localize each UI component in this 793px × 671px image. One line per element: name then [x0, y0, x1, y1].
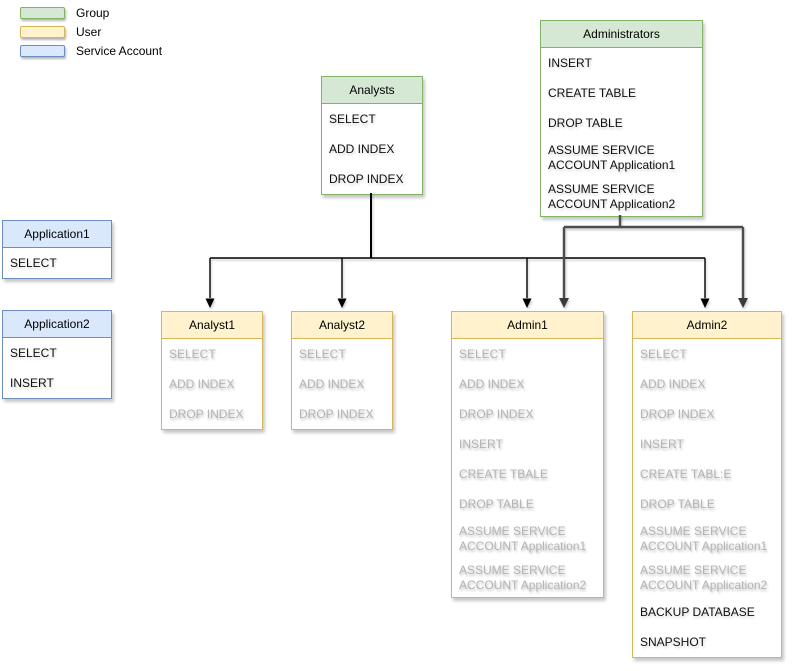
node-analyst1[interactable]: Analyst1 SELECT ADD INDEX DROP INDEX: [161, 311, 263, 430]
permission-item[interactable]: DROP INDEX: [459, 406, 534, 421]
node-administrators-body: INSERT CREATE TABLE DROP TABLE ASSUME SE…: [541, 48, 702, 216]
arrowhead-gray: [559, 298, 748, 308]
permission-item[interactable]: DROP INDEX: [299, 406, 374, 421]
permission-item[interactable]: DROP TABLE: [640, 496, 715, 511]
node-analyst2-body: SELECT ADD INDEX DROP INDEX: [292, 339, 392, 429]
permission-item[interactable]: ADD INDEX: [459, 376, 525, 391]
permission-item[interactable]: DROP INDEX: [640, 406, 715, 421]
arrowhead-black: [205, 298, 710, 308]
node-admin1-body: SELECT ADD INDEX DROP INDEX INSERT CREAT…: [452, 339, 603, 597]
legend-item-service-account: Service Account: [20, 44, 162, 58]
node-application2[interactable]: Application2 SELECT INSERT: [2, 310, 112, 399]
legend-label-group: Group: [76, 6, 110, 20]
group-swatch[interactable]: [20, 7, 65, 19]
node-application1-body: SELECT: [3, 248, 111, 278]
permission-item[interactable]: ASSUME SERVICE ACCOUNT Application1: [640, 523, 768, 553]
node-analysts[interactable]: Analysts SELECT ADD INDEX DROP INDEX: [321, 76, 423, 195]
node-admin1[interactable]: Admin1 SELECT ADD INDEX DROP INDEX INSER…: [451, 311, 604, 598]
node-application2-body: SELECT INSERT: [3, 338, 111, 398]
permission-item[interactable]: ASSUME SERVICE ACCOUNT Application1: [459, 523, 587, 553]
node-admin1-title[interactable]: Admin1: [452, 312, 603, 339]
service-account-swatch[interactable]: [20, 45, 65, 57]
permission-item[interactable]: DROP TABLE: [459, 496, 534, 511]
permission-item[interactable]: SELECT: [640, 346, 687, 361]
node-analyst2-title[interactable]: Analyst2: [292, 312, 392, 339]
permission-item[interactable]: INSERT: [459, 436, 503, 451]
permission-item[interactable]: DROP INDEX: [169, 406, 244, 421]
node-analyst1-title[interactable]: Analyst1: [162, 312, 262, 339]
legend-item-user: User: [20, 25, 101, 39]
legend-label-service-account: Service Account: [76, 44, 163, 58]
node-admin2-title[interactable]: Admin2: [633, 312, 781, 339]
permission-item[interactable]: SELECT: [329, 111, 376, 126]
permission-item[interactable]: ASSUME SERVICE ACCOUNT Application2: [640, 562, 768, 592]
legend-label-user: User: [76, 25, 102, 39]
permission-item[interactable]: SELECT: [299, 346, 346, 361]
node-administrators-title[interactable]: Administrators: [541, 21, 702, 48]
permission-item[interactable]: ASSUME SERVICE ACCOUNT Application2: [459, 562, 587, 592]
permission-item[interactable]: CREATE TBALE: [459, 466, 548, 481]
node-analysts-body: SELECT ADD INDEX DROP INDEX: [322, 104, 422, 194]
permission-item[interactable]: ASSUME SERVICE ACCOUNT Application2: [548, 181, 676, 211]
node-admin2-body: SELECT ADD INDEX DROP INDEX INSERT CREAT…: [633, 339, 781, 657]
permission-item[interactable]: ADD INDEX: [640, 376, 706, 391]
permission-item[interactable]: DROP TABLE: [548, 115, 623, 130]
permission-item[interactable]: SELECT: [10, 255, 57, 270]
permission-item[interactable]: INSERT: [640, 436, 684, 451]
node-analyst1-body: SELECT ADD INDEX DROP INDEX: [162, 339, 262, 429]
user-swatch[interactable]: [20, 26, 65, 38]
permission-item[interactable]: SELECT: [169, 346, 216, 361]
node-analyst2[interactable]: Analyst2 SELECT ADD INDEX DROP INDEX: [291, 311, 393, 430]
node-application1-title[interactable]: Application1: [3, 221, 111, 248]
node-administrators[interactable]: Administrators INSERT CREATE TABLE DROP …: [540, 20, 703, 217]
legend-item-group: Group: [20, 6, 109, 20]
permission-item[interactable]: CREATE TABL:E: [640, 466, 732, 481]
edge-administrators-to-admins: [562, 215, 745, 298]
permission-item[interactable]: CREATE TABLE: [548, 85, 637, 100]
permission-item[interactable]: INSERT: [10, 375, 54, 390]
permission-item[interactable]: BACKUP DATABASE: [640, 604, 755, 619]
permission-item[interactable]: INSERT: [548, 55, 592, 70]
node-application2-title[interactable]: Application2: [3, 311, 111, 338]
permission-item[interactable]: SELECT: [10, 345, 57, 360]
node-analysts-title[interactable]: Analysts: [322, 77, 422, 104]
permission-item[interactable]: SELECT: [459, 346, 506, 361]
node-admin2[interactable]: Admin2 SELECT ADD INDEX DROP INDEX INSER…: [632, 311, 782, 658]
permission-item[interactable]: ADD INDEX: [329, 141, 395, 156]
permission-item[interactable]: DROP INDEX: [329, 171, 404, 186]
permission-item[interactable]: ASSUME SERVICE ACCOUNT Application1: [548, 142, 676, 172]
node-application1[interactable]: Application1 SELECT: [2, 220, 112, 279]
permission-item[interactable]: SNAPSHOT: [640, 634, 707, 649]
permission-item[interactable]: ADD INDEX: [299, 376, 365, 391]
permission-item[interactable]: ADD INDEX: [169, 376, 235, 391]
